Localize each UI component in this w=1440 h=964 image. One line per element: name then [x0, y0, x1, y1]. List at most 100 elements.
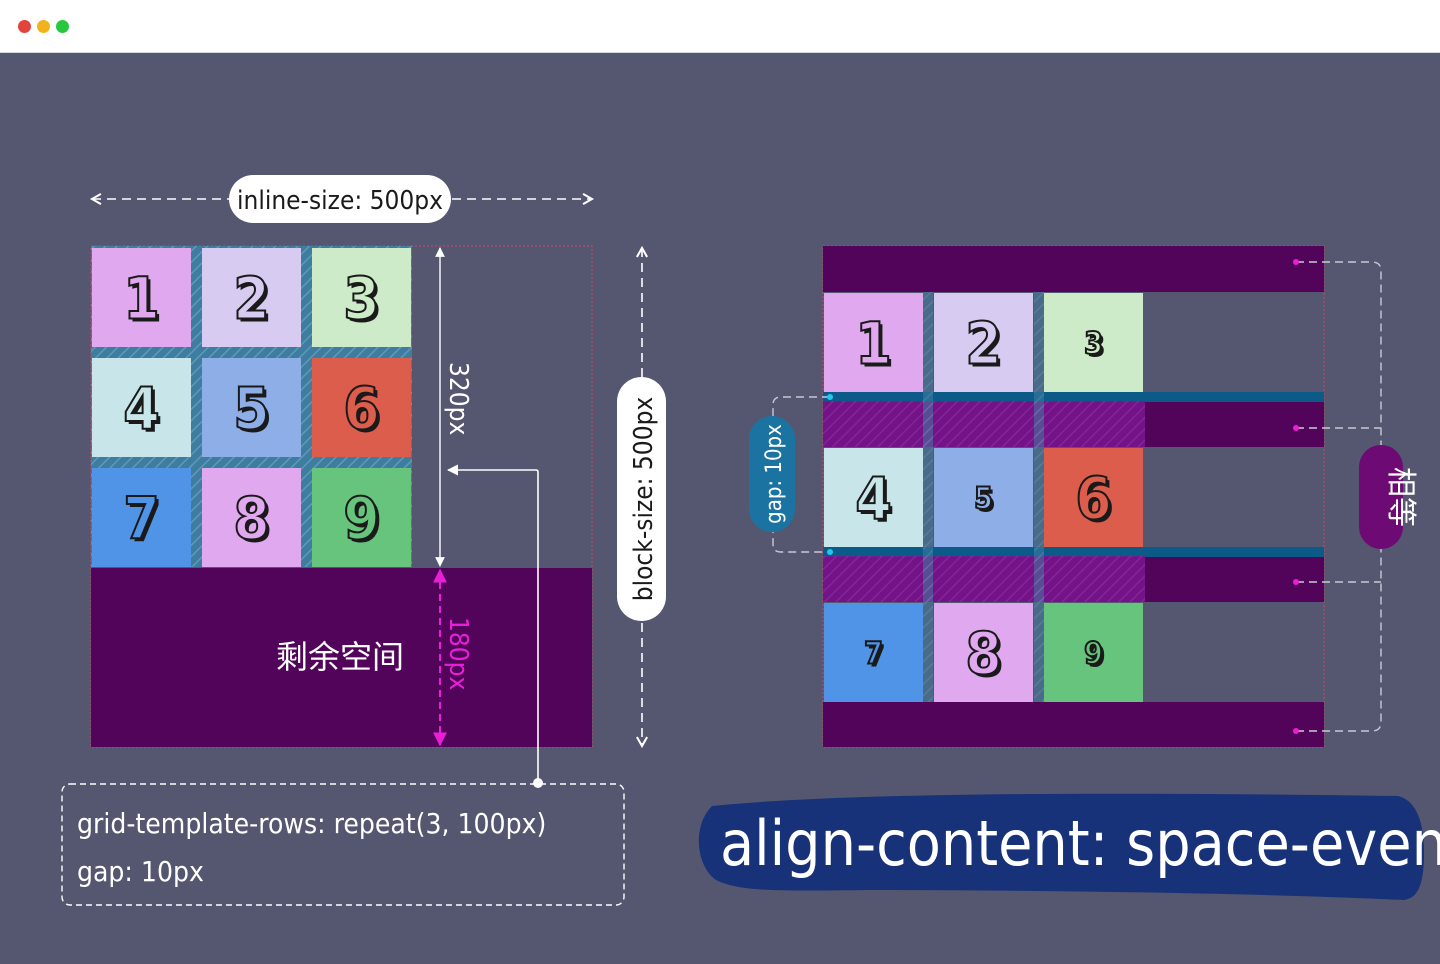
right-grid-item-number: 9 [1084, 636, 1103, 671]
right-grid-item-6: 66 [1044, 448, 1143, 547]
right-grid-item-bg [824, 293, 923, 392]
left-grid-item-bg [92, 468, 191, 567]
remaining-height-label: 180px [443, 617, 473, 690]
left-grid-item-bg [312, 468, 411, 567]
left-grid-item-number: 5 [233, 374, 269, 442]
right-grid-item-bg [934, 603, 1033, 702]
left-grid-item-6: 66 [312, 358, 411, 457]
left-grid-item-3: 33 [312, 248, 411, 347]
left-grid-item-7: 77 [92, 468, 191, 567]
right-grid-item-number-shadow: 6 [1078, 467, 1114, 535]
left-grid-item-bg [202, 248, 301, 347]
close-window-icon[interactable] [18, 20, 31, 33]
free-space-strip-bottom [823, 702, 1324, 747]
right-grid-item-4: 44 [824, 448, 923, 547]
free-space-area [91, 568, 592, 747]
column-gap-1 [923, 292, 933, 702]
right-grid-item-bg [1044, 448, 1143, 547]
row-gap-band-1 [823, 392, 1324, 402]
left-grid-item-9: 99 [312, 468, 411, 567]
right-grid-item-5: 55 [934, 448, 1033, 547]
left-grid-item-number: 6 [343, 374, 379, 442]
block-size-label: block-size: 500px [629, 397, 659, 602]
right-grid-item-bg [934, 293, 1033, 392]
right-grid-item-2: 22 [934, 293, 1033, 392]
right-grid-item-number: 8 [965, 619, 1001, 687]
left-grid-item-number-shadow: 1 [126, 267, 162, 335]
left-grid-item-bg [92, 248, 191, 347]
right-grid-item-number-shadow: 7 [867, 639, 886, 674]
left-grid-item-bg [312, 248, 411, 347]
window-titlebar [0, 0, 1440, 53]
right-grid-item-7: 77 [824, 603, 923, 702]
banner-text: align-content: space-evenly [720, 807, 1440, 880]
left-grid-item-number: 4 [123, 374, 159, 442]
right-grid-item-bg [824, 603, 923, 702]
gap-marker-top [827, 394, 833, 400]
right-grid-item-number: 6 [1075, 464, 1111, 532]
gap-marker-bottom [827, 549, 833, 555]
inline-size-label: inline-size: 500px [237, 186, 443, 216]
right-grid-item-number: 7 [864, 636, 883, 671]
free-space-label: 剩余空间 [276, 638, 404, 676]
equal-pill [1359, 445, 1403, 549]
gap-pill [749, 416, 795, 532]
code-box [61, 783, 625, 906]
left-grid-item-number-shadow: 4 [126, 377, 162, 445]
left-grid-item-number: 2 [233, 264, 269, 332]
left-grid-item-bg [312, 358, 411, 457]
right-grid-item-number-shadow: 3 [1087, 329, 1106, 364]
left-grid-item-4: 44 [92, 358, 191, 457]
equal-space-markers [1293, 259, 1299, 734]
right-grid-item-1: 11 [824, 293, 923, 392]
right-grid-item-number-shadow: 1 [858, 312, 894, 380]
inline-size-pill [229, 175, 451, 223]
row-gap-band-2 [823, 547, 1324, 557]
free-space-strip-top [823, 246, 1324, 292]
right-grid-item-number: 3 [1084, 326, 1103, 361]
right-grid-item-8: 88 [934, 603, 1033, 702]
minimize-window-icon[interactable] [37, 20, 50, 33]
right-grid-item-number-shadow: 2 [968, 312, 1004, 380]
left-grid-item-number-shadow: 6 [346, 377, 382, 445]
right-grid-item-number-shadow: 9 [1087, 639, 1106, 674]
block-size-pill [617, 377, 666, 621]
gap-overlap-1 [823, 401, 1145, 447]
right-grid-item-3: 33 [1044, 293, 1143, 392]
left-grid-item-number-shadow: 2 [236, 267, 272, 335]
left-grid-item-number: 3 [343, 264, 379, 332]
left-grid-item-number: 7 [123, 484, 159, 552]
left-grid-item-number-shadow: 9 [346, 487, 382, 555]
right-grid-item-number: 1 [855, 309, 891, 377]
right-grid-item-bg [934, 448, 1033, 547]
left-grid-item-number-shadow: 8 [236, 487, 272, 555]
gap-overlap-2 [823, 556, 1145, 602]
column-gap-2 [1034, 292, 1044, 702]
right-grid-item-number: 2 [965, 309, 1001, 377]
right-grid-item-bg [824, 448, 923, 547]
code-connector-dot [533, 778, 543, 788]
left-grid-item-number-shadow: 5 [236, 377, 272, 445]
right-grid-item-number-shadow: 8 [968, 622, 1004, 690]
maximize-window-icon[interactable] [56, 20, 69, 33]
right-grid-item-bg [1044, 603, 1143, 702]
code-connector-line [446, 464, 539, 783]
right-grid-item-number-shadow: 4 [858, 467, 894, 535]
left-grid-item-1: 11 [92, 248, 191, 347]
left-grid-item-number-shadow: 3 [346, 267, 382, 335]
left-grid-item-number-shadow: 7 [126, 487, 162, 555]
code-line-gap: gap: 10px [77, 855, 204, 888]
left-grid-item-number: 9 [343, 484, 379, 552]
left-grid-item-bg [202, 358, 301, 457]
right-grid-item-number: 4 [855, 464, 891, 532]
left-grid-item-bg [202, 468, 301, 567]
left-grid-item-8: 88 [202, 468, 301, 567]
code-line-rows: grid-template-rows: repeat(3, 100px) [77, 807, 546, 840]
right-grid-item-bg [1044, 293, 1143, 392]
right-grid-item-number: 5 [974, 481, 993, 516]
right-grid-item-number-shadow: 5 [977, 484, 996, 519]
